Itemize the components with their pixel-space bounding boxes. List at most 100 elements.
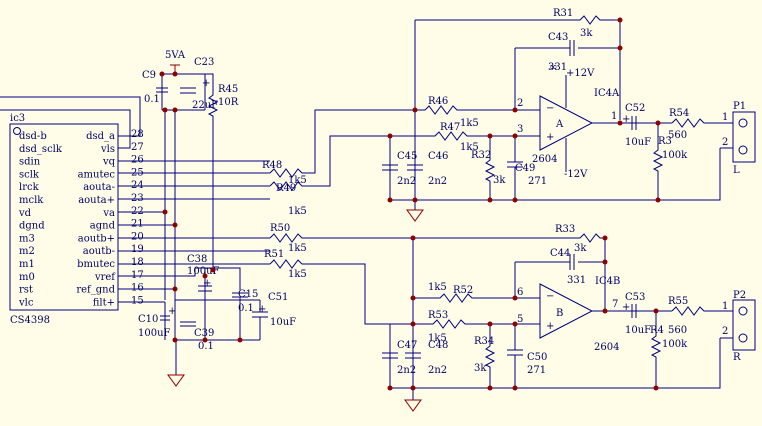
ic3-pin-number: 22 [131, 206, 144, 217]
c43-ref: C43 [548, 32, 568, 43]
r52-value: 1k5 [428, 282, 447, 293]
r49-value: 1k5 [288, 206, 307, 217]
ic3-pin-number: 16 [131, 283, 144, 294]
c10-plus: + [168, 306, 176, 317]
ic3-right-pin-dsd_a: dsd_a [86, 131, 115, 142]
c38-plus: + [203, 278, 211, 289]
r49-ref: R49 [276, 183, 296, 194]
c53-plus: + [622, 302, 630, 313]
r54-value: 560 [668, 130, 687, 141]
ic3-left-pin-rst: rst [19, 285, 33, 296]
c46-value: 2n2 [428, 176, 447, 187]
c50-value: 271 [527, 365, 546, 376]
c39-ref: C39 [194, 328, 214, 339]
junction-dots [159, 71, 243, 343]
svg-text:+: + [546, 132, 554, 143]
opamp-a-pin3: 3 [517, 124, 523, 135]
ic3-pin-number: 21 [131, 219, 144, 230]
ic3-right-pin-aoutb-: aoutb- [83, 246, 115, 257]
ic3-left-pin-m1: m1 [19, 259, 35, 270]
c48-value: 2n2 [428, 365, 447, 376]
opamp-a-ref: IC4A [594, 88, 620, 99]
r48-value: 1k5 [288, 175, 307, 186]
svg-text:−: − [546, 103, 554, 114]
c51-plus: + [258, 304, 266, 315]
c48-ref: C48 [428, 340, 448, 351]
opamp-b: − + B [539, 283, 594, 339]
r50-value: 1k5 [288, 243, 307, 254]
c9-value: 0.1 [144, 94, 160, 105]
ic3-pin-number: 28 [131, 129, 144, 140]
svg-text:∞: ∞ [549, 62, 557, 73]
ic3-left-pin-dgnd: dgnd [19, 221, 45, 232]
ic3-right-pin-va: va [102, 208, 115, 219]
c47-ref: C47 [397, 340, 417, 351]
r51-value: 1k5 [288, 269, 307, 280]
c15-value: 0.1 [238, 303, 254, 314]
r4-ref: R4 [650, 325, 664, 336]
ic3-right-pin-aouta+: aouta+ [78, 195, 115, 206]
p2-pin1: 1 [722, 301, 728, 312]
c23-value: 22uF [192, 100, 218, 111]
ic3-part: CS4398 [10, 315, 50, 326]
r46-ref: R46 [428, 96, 448, 107]
r55-ref: R55 [668, 296, 688, 307]
ic3-pin-number: 18 [131, 257, 144, 268]
opamp-a-pin1: 1 [611, 111, 617, 122]
c44-value: 331 [567, 275, 586, 286]
ic3-right-pin-aouta-: aouta- [83, 182, 115, 193]
ground-symbol-b [404, 399, 422, 412]
ic3-pin-number: 15 [131, 295, 144, 306]
r53-value: 1k5 [428, 333, 447, 344]
r53-ref: R53 [428, 310, 448, 321]
opamp-b-pin5: 5 [517, 314, 523, 325]
c10-ref: C10 [138, 314, 158, 325]
power-5va-label: 5VA [165, 50, 186, 61]
supply-plus12: +12V [566, 68, 595, 79]
svg-text:+: + [546, 321, 554, 332]
ground-symbol [167, 374, 185, 387]
c49-value: 271 [528, 176, 547, 187]
ic3-right-pin-aoutb+: aoutb+ [78, 233, 115, 244]
p1-pin1: 1 [722, 112, 728, 123]
ic3-left-pin-lrck: lrck [19, 182, 40, 193]
ic3-pin-number: 19 [131, 244, 144, 255]
r51-ref: R51 [264, 249, 284, 260]
ic3-ref: ic3 [10, 113, 25, 124]
c45-value: 2n2 [397, 176, 416, 187]
ic3-left-pin-m0: m0 [19, 272, 35, 283]
r31-value: 3k [580, 28, 593, 39]
ic3-left-pin-m2: m2 [19, 246, 35, 257]
ic3-right-pin-filt+: filt+ [93, 297, 115, 308]
r54-ref: R54 [669, 108, 689, 119]
p1-pin2: 2 [722, 137, 728, 148]
r31-ref: R31 [553, 8, 573, 19]
ic3-left-pin-sdin: sdin [19, 157, 41, 168]
ic3-right-pin-vq: vq [102, 157, 116, 168]
r33-value: 3k [574, 243, 587, 254]
ic3-pin-number: 27 [131, 142, 144, 153]
r48-ref: R48 [262, 160, 282, 171]
ic3-left-pin-dsd-b: dsd-b [19, 131, 47, 142]
opamp-a-part: 2604 [532, 154, 557, 165]
p2-side: R [733, 352, 741, 363]
opamp-a-pin2: 2 [517, 98, 523, 109]
r3-ref: R3 [658, 136, 672, 147]
opamp-b-pin7: 7 [612, 299, 618, 310]
pin1-marker [13, 127, 21, 135]
r33-ref: R33 [555, 224, 575, 235]
r34-ref: R34 [474, 336, 494, 347]
r52-ref: R52 [453, 285, 473, 296]
opamp-b-pin6: 6 [517, 287, 523, 298]
r50-ref: R50 [270, 223, 290, 234]
power-5va: 5VA [165, 50, 186, 74]
ic3-left-pin-m3: m3 [19, 233, 35, 244]
ic3-pin-number: 17 [131, 270, 144, 281]
c52-ref: C52 [625, 103, 645, 114]
p1-ref: P1 [733, 101, 746, 112]
r47-value: 1k5 [460, 142, 479, 153]
c52-plus: + [622, 114, 630, 125]
c45-ref: C45 [397, 151, 417, 162]
r45-ref: R45 [218, 84, 238, 95]
c38-ref: C38 [187, 254, 207, 265]
